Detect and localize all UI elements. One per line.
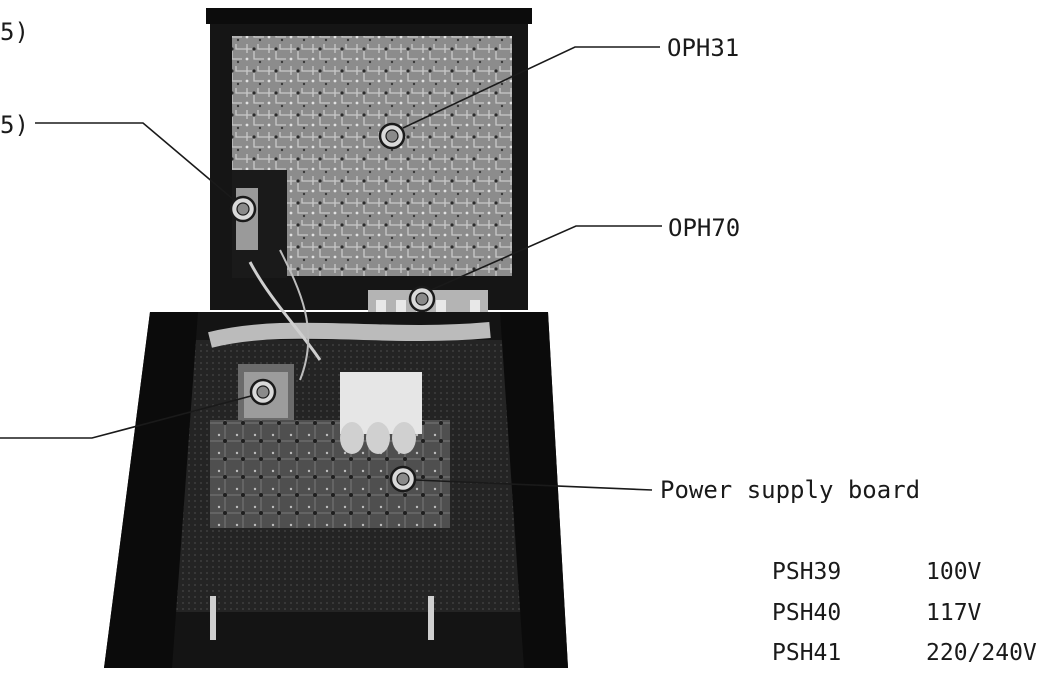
- leader-power-supply: [414, 479, 653, 491]
- capacitor: [366, 422, 390, 454]
- marker-power-supply: [389, 465, 417, 493]
- table-model: PSH40: [772, 600, 841, 626]
- wire: [248, 261, 322, 361]
- label-partial-mid-left: 5): [0, 111, 29, 139]
- leader-transformer: [0, 395, 252, 439]
- labels: 5) 5) OPH31 OPH70 Power supply board: [0, 18, 920, 504]
- leader-oph70: [430, 225, 662, 291]
- connector-pin: [396, 300, 406, 318]
- label-power-supply-board: Power supply board: [660, 476, 920, 504]
- label-oph31: OPH31: [667, 34, 739, 62]
- foot-right: [428, 596, 434, 640]
- side-wall-right: [500, 312, 568, 668]
- connector-pin: [436, 300, 446, 318]
- connector-pin: [376, 300, 386, 318]
- leader-lines: [0, 46, 662, 491]
- connector-pin: [470, 300, 480, 318]
- table-voltage: 117V: [926, 600, 982, 626]
- table-voltage: 100V: [926, 559, 982, 585]
- marker-transformer: [249, 378, 277, 406]
- foot-left: [210, 596, 216, 640]
- wiring-loom: [208, 322, 491, 348]
- table-model: PSH41: [772, 640, 841, 666]
- unit-photo: [104, 8, 568, 668]
- capacitor: [340, 422, 364, 454]
- lid-top-lip: [206, 8, 532, 24]
- capacitor: [392, 422, 416, 454]
- table-voltage: 220/240V: [926, 640, 1037, 666]
- table-row: PSH40 117V: [772, 600, 982, 626]
- marker-oph70: [408, 285, 436, 313]
- side-wall-left: [104, 312, 198, 668]
- power-supply-table: PSH39 100V PSH40 117V PSH41 220/240V: [772, 559, 1037, 666]
- label-partial-top-left: 5): [0, 18, 29, 46]
- wire: [279, 249, 310, 381]
- marker-small-board: [229, 195, 257, 223]
- leader-small-board: [35, 122, 235, 201]
- table-row: PSH41 220/240V: [772, 640, 1037, 666]
- callout-markers: [229, 122, 436, 493]
- marker-oph31: [378, 122, 406, 150]
- leader-oph31: [402, 46, 660, 129]
- table-model: PSH39: [772, 559, 841, 585]
- label-oph70: OPH70: [668, 214, 740, 242]
- table-row: PSH39 100V: [772, 559, 982, 585]
